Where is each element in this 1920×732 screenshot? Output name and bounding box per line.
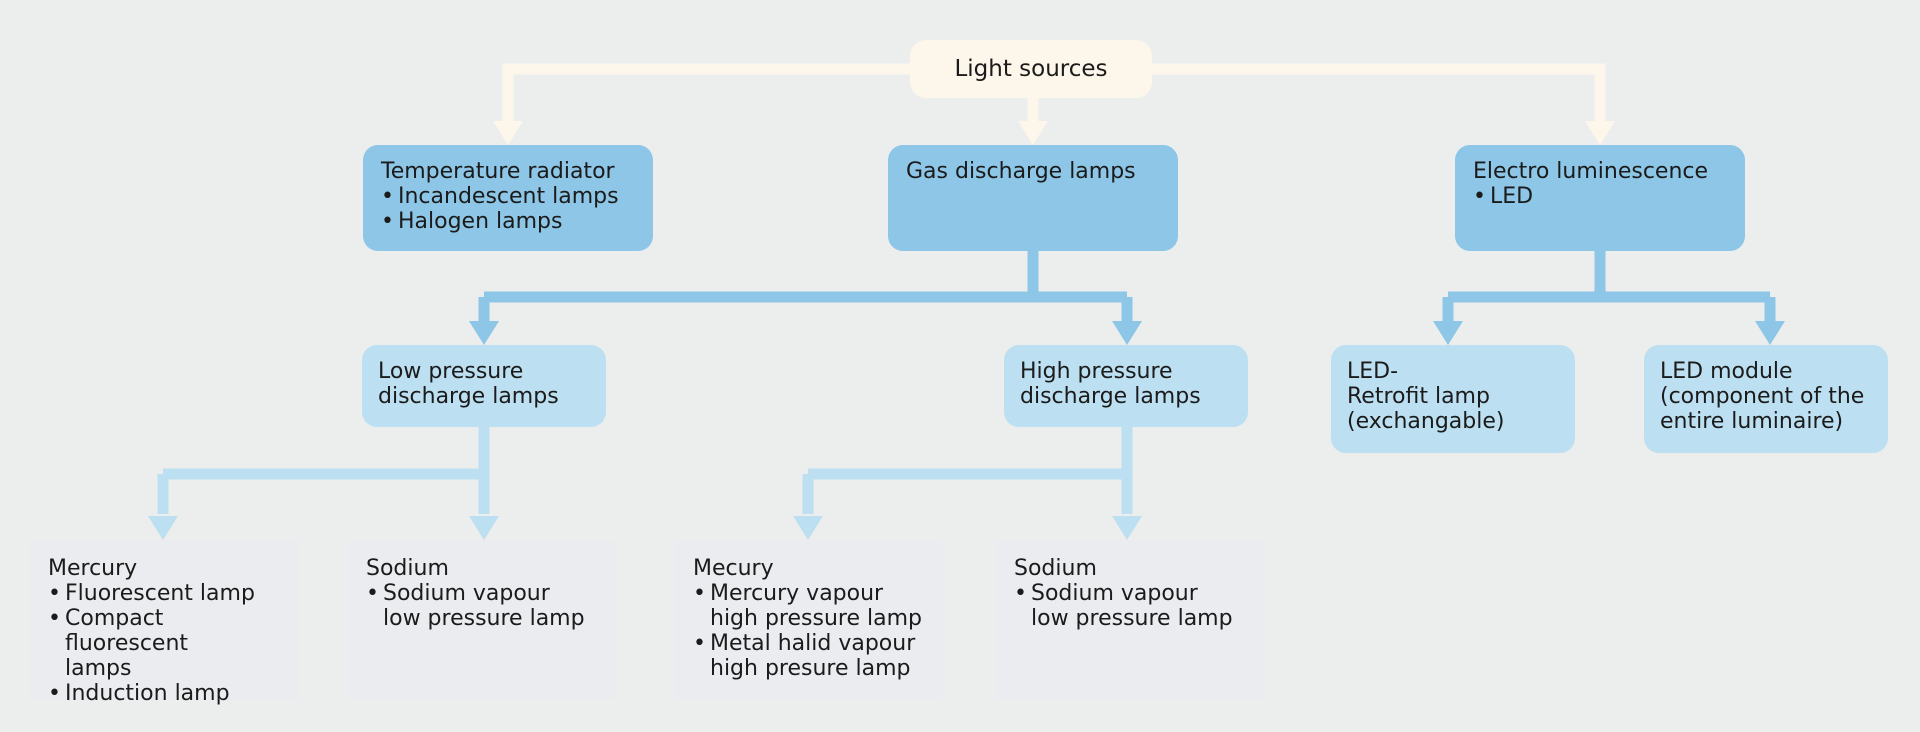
- list-item: Incandescent lamps: [381, 184, 635, 209]
- arrow-head: [793, 516, 823, 540]
- subtype-high-pressure: High pressure discharge lamps: [1004, 345, 1248, 427]
- category-electro-luminescence: Electro luminescence LED: [1455, 145, 1745, 251]
- list-item: Sodium vapour low pressure lamp: [366, 581, 598, 631]
- list-item: Halogen lamps: [381, 209, 635, 234]
- connector-line: [1152, 63, 1606, 124]
- detail-title: Mercury: [48, 556, 138, 581]
- subtype-led-retrofit: LED- Retrofit lamp (exchangable): [1331, 345, 1575, 453]
- connector-line: [502, 63, 910, 124]
- detail-low-mercury: Mercury Fluorescent lamp Compact fluores…: [30, 540, 298, 706]
- level1-connectors: [469, 251, 1785, 345]
- arrow-head: [1112, 516, 1142, 540]
- category-title: Gas discharge lamps: [906, 159, 1136, 184]
- category-title: Electro luminescence: [1473, 159, 1709, 184]
- arrow-head: [469, 516, 499, 540]
- list-item: LED: [1473, 184, 1727, 209]
- arrow-head: [1755, 321, 1785, 345]
- subtype-title: LED module (component of the entire lumi…: [1660, 359, 1865, 434]
- subtype-title: Low pressure discharge lamps: [378, 359, 559, 409]
- detail-high-sodium: Sodium Sodium vapour low pressure lamp: [996, 540, 1264, 700]
- list-item: Compact fluorescent lamps: [48, 606, 280, 681]
- arrow-head: [493, 121, 523, 145]
- list-item: Metal halid vapour high presure lamp: [693, 631, 925, 681]
- detail-item-list: Sodium vapour low pressure lamp: [1014, 581, 1246, 631]
- list-item: Fluorescent lamp: [48, 581, 280, 606]
- arrow-head: [469, 321, 499, 345]
- root-node-light-sources: Light sources: [910, 40, 1152, 98]
- detail-title: Sodium: [366, 556, 449, 581]
- detail-title: Mecury: [693, 556, 774, 581]
- root-connectors: [493, 63, 1615, 145]
- arrow-head: [1433, 321, 1463, 345]
- root-label: Light sources: [954, 55, 1108, 82]
- list-item: Sodium vapour low pressure lamp: [1014, 581, 1246, 631]
- list-item: Mercury vapour high pressure lamp: [693, 581, 925, 631]
- subtype-title: High pressure discharge lamps: [1020, 359, 1201, 409]
- detail-item-list: Fluorescent lamp Compact fluorescent lam…: [48, 581, 280, 706]
- detail-item-list: Sodium vapour low pressure lamp: [366, 581, 598, 631]
- detail-low-sodium: Sodium Sodium vapour low pressure lamp: [348, 540, 616, 700]
- category-title: Temperature radiator: [381, 159, 615, 184]
- category-gas-discharge-lamps: Gas discharge lamps: [888, 145, 1178, 251]
- arrow-head: [1585, 121, 1615, 145]
- detail-high-mercury: Mecury Mercury vapour high pressure lamp…: [675, 540, 943, 700]
- detail-item-list: Mercury vapour high pressure lamp Metal …: [693, 581, 925, 681]
- list-item: Induction lamp: [48, 681, 280, 706]
- arrow-head: [1018, 121, 1048, 145]
- subtype-low-pressure: Low pressure discharge lamps: [362, 345, 606, 427]
- category-item-list: LED: [1473, 184, 1727, 209]
- category-temperature-radiator: Temperature radiator Incandescent lamps …: [363, 145, 653, 251]
- arrow-head: [1112, 321, 1142, 345]
- arrow-head: [148, 516, 178, 540]
- detail-title: Sodium: [1014, 556, 1097, 581]
- subtype-led-module: LED module (component of the entire lumi…: [1644, 345, 1888, 453]
- category-item-list: Incandescent lamps Halogen lamps: [381, 184, 635, 234]
- level2-connectors: [148, 427, 1142, 540]
- subtype-title: LED- Retrofit lamp (exchangable): [1347, 359, 1505, 434]
